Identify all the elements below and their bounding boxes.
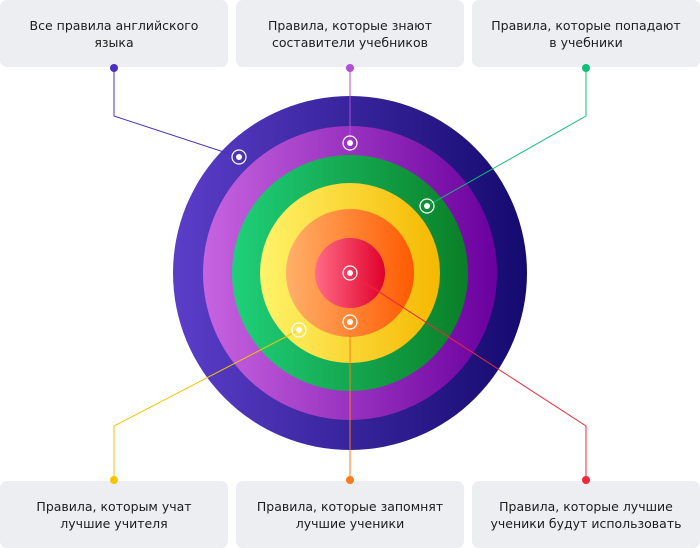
marker-teachers-teach bbox=[291, 322, 307, 338]
label-teachers-teach-text: Правила, которым учат лучшие учителя bbox=[36, 498, 192, 531]
label-students-remember: Правила, которые запомнят лучшие ученики bbox=[236, 481, 464, 548]
dot-all-rules bbox=[110, 64, 118, 72]
connector-students-use bbox=[349, 272, 587, 480]
dot-teachers-teach bbox=[110, 476, 118, 484]
marker-all-rules bbox=[231, 149, 247, 165]
label-students-use: Правила, которые лучшие ученики будут ис… bbox=[472, 481, 700, 548]
dot-students-use bbox=[582, 476, 590, 484]
label-students-remember-text: Правила, которые запомнят лучшие ученики bbox=[256, 498, 444, 531]
dot-students-remember bbox=[346, 476, 354, 484]
marker-students-use bbox=[342, 265, 358, 281]
label-teachers-teach: Правила, которым учат лучшие учителя bbox=[0, 481, 228, 548]
label-in-textbooks: Правила, которые попадают в учебники bbox=[472, 0, 700, 67]
label-authors-know-text: Правила, которые знают составители учебн… bbox=[268, 17, 432, 50]
marker-in-textbooks bbox=[419, 198, 435, 214]
label-all-rules: Все правила английского языка bbox=[0, 0, 228, 67]
marker-students-remember bbox=[342, 314, 358, 330]
connector-teachers-teach bbox=[113, 329, 300, 480]
connector-in-textbooks bbox=[426, 68, 587, 207]
marker-authors-know bbox=[342, 135, 358, 151]
label-all-rules-text: Все правила английского языка bbox=[29, 17, 199, 50]
connector-all-rules bbox=[113, 68, 240, 158]
label-students-use-text: Правила, которые лучшие ученики будут ис… bbox=[490, 498, 682, 531]
dot-in-textbooks bbox=[582, 64, 590, 72]
label-in-textbooks-text: Правила, которые попадают в учебники bbox=[491, 17, 681, 50]
dot-authors-know bbox=[346, 64, 354, 72]
label-authors-know: Правила, которые знают составители учебн… bbox=[236, 0, 464, 67]
